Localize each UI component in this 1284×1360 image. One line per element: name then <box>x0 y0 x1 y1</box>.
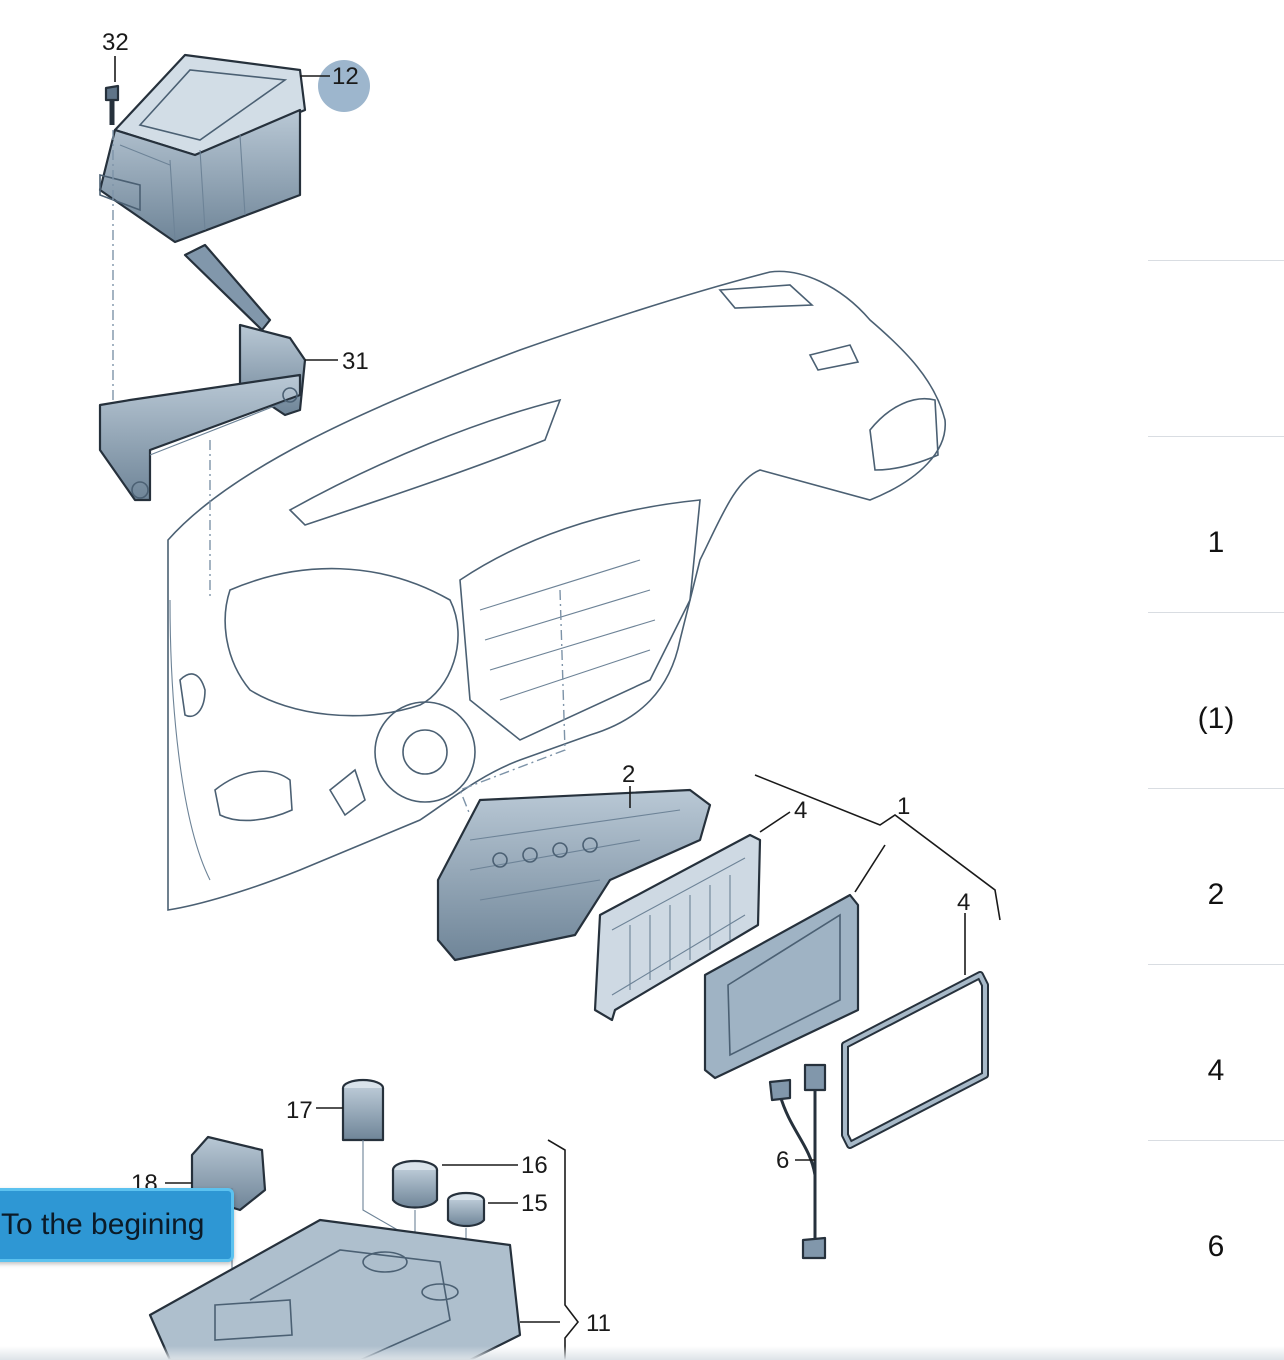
part-32-screw <box>104 84 120 400</box>
callout-4-front: 4 <box>794 797 807 824</box>
part-12-control-unit <box>98 53 370 244</box>
index-value: (1) <box>1197 702 1235 735</box>
index-column: 1 (1) 2 4 6 <box>1148 260 1284 1280</box>
to-beginning-button[interactable]: To the begining <box>0 1188 234 1262</box>
part-11-center-console <box>148 1218 522 1360</box>
part-4-front-trim <box>593 833 762 1022</box>
callout-6: 6 <box>776 1147 789 1174</box>
part-1-display <box>703 893 860 1080</box>
index-row: 1 <box>1148 436 1284 612</box>
callout-2: 2 <box>622 761 635 788</box>
part-6-wiring-harness <box>768 1063 827 1260</box>
leader-lines <box>114 56 1001 1360</box>
callout-17: 17 <box>286 1097 313 1124</box>
index-value: 1 <box>1207 526 1225 559</box>
callout-12: 12 <box>332 63 359 90</box>
index-value: 4 <box>1207 1054 1225 1087</box>
part-4-rear-frame <box>841 971 989 1149</box>
callout-32: 32 <box>102 29 129 56</box>
index-row: 4 <box>1148 964 1284 1140</box>
callout-11: 11 <box>586 1310 611 1337</box>
dashboard-panel <box>167 270 946 911</box>
index-row: (1) <box>1148 612 1284 788</box>
bottom-edge-shadow <box>0 1346 1284 1360</box>
callout-labels: 32 12 31 2 4 1 4 6 17 16 15 18 11 <box>102 29 970 1337</box>
part-2-carrier <box>436 788 712 962</box>
part-17-start-button <box>341 1078 416 1241</box>
callout-4-rear: 4 <box>957 889 970 916</box>
callout-31: 31 <box>342 348 369 375</box>
index-value: 6 <box>1207 1230 1225 1263</box>
index-row: 6 <box>1148 1140 1284 1280</box>
part-31-bracket <box>98 243 307 502</box>
to-beginning-label: To the begining <box>1 1208 205 1241</box>
callout-16: 16 <box>521 1152 548 1179</box>
callout-1: 1 <box>897 793 910 820</box>
index-value: 2 <box>1207 878 1225 911</box>
callout-15: 15 <box>521 1190 548 1217</box>
index-row: 2 <box>1148 788 1284 964</box>
index-row <box>1148 260 1284 436</box>
